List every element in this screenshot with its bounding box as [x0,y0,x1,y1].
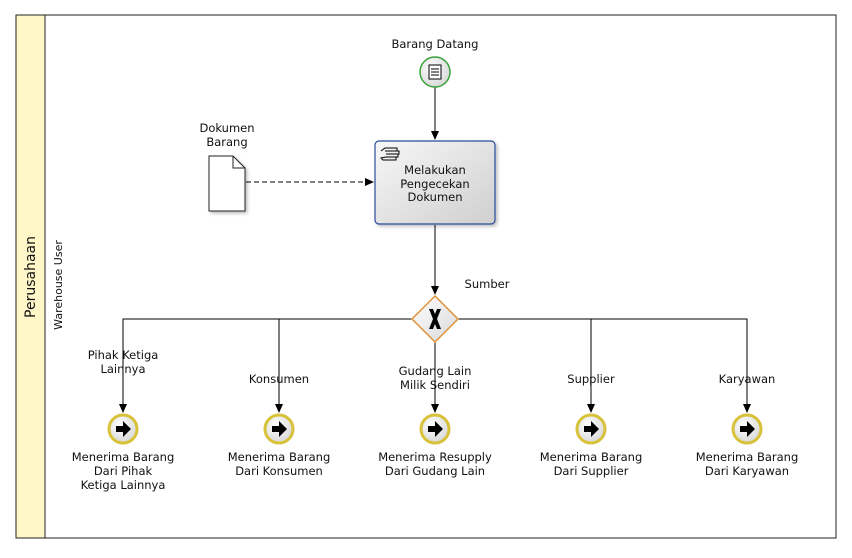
end-event-5[interactable] [731,413,763,445]
message-start-icon [428,64,442,80]
flow-label-1-line2: Lainnya [100,362,145,376]
end-label-3-line1: Menerima Resupply [378,450,492,464]
flow-label-3-line2: Milik Sendiri [400,378,470,392]
task-melakukan-pengecekan[interactable]: Melakukan Pengecekan Dokumen [374,140,496,225]
end-event-1[interactable] [107,413,139,445]
flow-label-3-line1: Gudang Lain [399,364,472,378]
flow-label-2: Konsumen [249,372,309,386]
data-object-label-line2: Barang [206,135,247,149]
end-label-4-line1: Menerima Barang [540,450,643,464]
end-events [107,413,763,445]
link-throw-arrow-icon [584,421,599,437]
flow-label-4: Supplier [567,372,615,386]
data-object-label-line1: Dokumen [199,121,254,135]
exclusive-gateway[interactable]: Sumber [410,277,510,344]
end-label-1-line1: Menerima Barang [72,450,175,464]
pool: Perusahaan Warehouse User [15,14,837,539]
end-event-2[interactable] [263,413,295,445]
end-label-4-line2: Dari Supplier [554,464,629,478]
exclusive-gateway-x-icon [429,309,441,329]
end-label-1-line2: Dari Pihak [94,464,153,478]
end-label-2-line2: Dari Konsumen [235,464,323,478]
link-throw-arrow-icon [116,421,131,437]
lane-label: Warehouse User [52,240,65,330]
end-label-5-line1: Menerima Barang [696,450,799,464]
flow-branch-1 [119,318,412,413]
end-label-5-line2: Dari Karyawan [705,464,789,478]
task-label-line2: Pengecekan [400,177,469,191]
branch-flow-labels: Pihak Ketiga Lainnya Konsumen Gudang Lai… [88,348,776,392]
end-event-3[interactable] [419,413,451,445]
pool-label: Perusahaan [23,236,39,318]
end-label-1-line3: Ketiga Lainnya [81,478,166,492]
pool-header [15,14,46,539]
task-label-line1: Melakukan [404,163,466,177]
manual-task-hand-icon [379,147,400,161]
link-throw-arrow-icon [740,421,755,437]
end-event-labels: Menerima Barang Dari Pihak Ketiga Lainny… [72,450,799,492]
end-event-4[interactable] [575,413,607,445]
link-throw-arrow-icon [428,421,443,437]
end-label-2-line1: Menerima Barang [228,450,331,464]
end-label-3-line2: Dari Gudang Lain [385,464,485,478]
link-throw-arrow-icon [272,421,287,437]
start-event[interactable]: Barang Datang [391,37,479,88]
flow-branch-5 [458,318,751,413]
flow-label-5: Karyawan [719,372,776,386]
data-object[interactable]: Dokumen Barang [199,121,255,212]
task-label-line3: Dokumen [407,190,462,204]
start-event-label: Barang Datang [391,37,478,51]
document-icon [208,155,246,212]
sequence-flows [119,87,751,413]
flow-label-1-line1: Pihak Ketiga [88,348,159,362]
gateway-label: Sumber [465,277,510,291]
